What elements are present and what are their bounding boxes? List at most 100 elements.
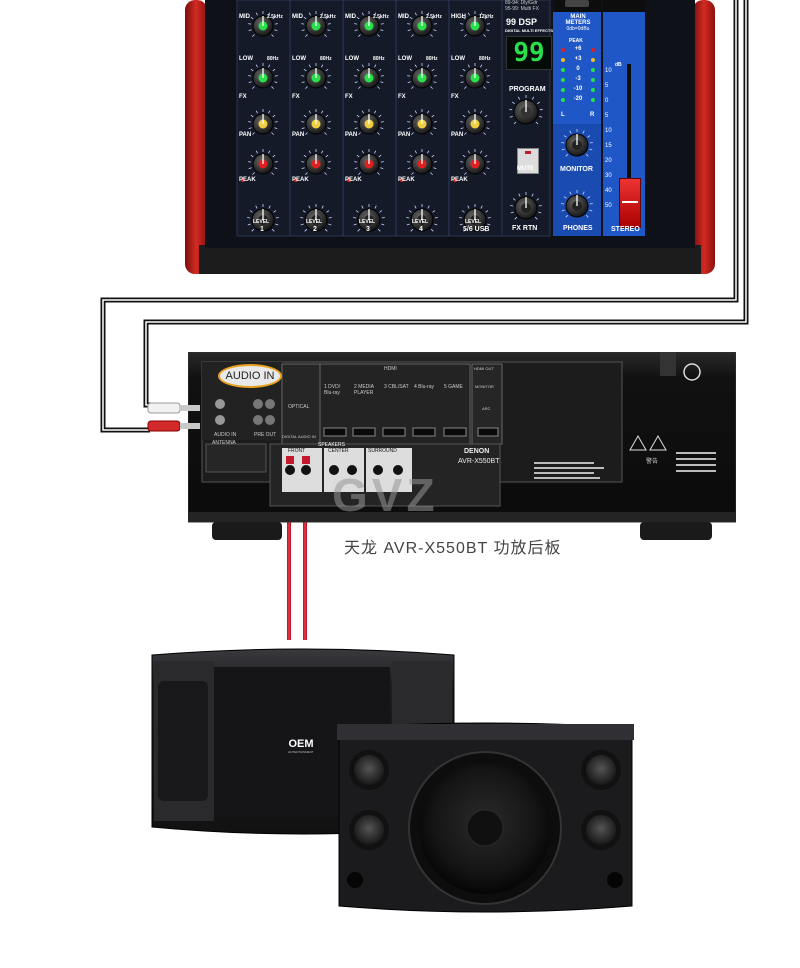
channel-2-row-label: MID [292, 14, 303, 20]
channel-5-row-label: PEAK [451, 177, 468, 183]
stereo-fader-handle[interactable] [619, 178, 641, 228]
channel-1-low-knob[interactable] [248, 63, 278, 89]
meter-scale-label: +6 [574, 46, 582, 52]
main-meters-label-1: MAIN [570, 14, 586, 20]
fx-rtn-level-knob[interactable] [510, 192, 542, 220]
channel-3-row-label: FX [345, 94, 353, 100]
speaker-badge-text: OEM [288, 738, 314, 750]
channel-5-freq-label: 12kHz [479, 14, 494, 20]
stereo-label: STEREO [611, 226, 640, 233]
dsp-preset-lines: 89-94: Dly/Gdr 95-99: Multi FX [505, 0, 553, 12]
hdmi-input-4: 4 Blu-ray [414, 384, 435, 390]
optical-label: OPTICAL [288, 404, 310, 410]
channel-4-freq-label: 80Hz [426, 56, 438, 62]
receiver-body [187, 351, 737, 540]
channel-4-peak-led [400, 178, 404, 182]
monitor-level-knob[interactable] [561, 129, 593, 157]
channel-1-row-label: LOW [239, 56, 253, 62]
speaker-badge-sub: ENTERTAINMENT [288, 750, 314, 754]
program-knob[interactable] [509, 95, 543, 125]
monitor-out-label: MONITOR [475, 384, 494, 389]
dsp-display-value: 99 [513, 38, 545, 68]
mute-button[interactable] [517, 148, 539, 174]
channel-4-fx-knob[interactable] [407, 109, 437, 135]
hdmi-out-label: HDMI OUT [474, 366, 494, 371]
speakers-label: SPEAKERS [318, 442, 345, 448]
fader-track [627, 64, 631, 224]
channel-5-level-knob[interactable] [459, 204, 491, 232]
fader-scale-label: 20 [605, 158, 612, 164]
audio-in-callout: AUDIO IN [218, 364, 282, 388]
fader-scale-label: 50 [605, 203, 612, 209]
mixer-knobs [241, 11, 593, 232]
channel-1-row-label: FX [239, 94, 247, 100]
channel-1-mid-knob[interactable] [248, 11, 278, 37]
channel-5-row-label: HIGH [451, 14, 466, 20]
dsp-preset-line-2: 95-99: Multi FX [505, 6, 539, 12]
channel-3-mid-knob[interactable] [354, 11, 384, 37]
channel-5-fx-knob[interactable] [460, 109, 490, 135]
channel-4-level-label: LEVEL [412, 219, 429, 225]
meter-led-left [561, 48, 565, 52]
meter-led-left [561, 78, 565, 82]
phones-level-knob[interactable] [561, 190, 593, 218]
channel-4-level-knob[interactable] [406, 204, 438, 232]
meter-scale-label: -20 [573, 96, 583, 102]
channel-2-row-label: FX [292, 94, 300, 100]
channel-2-pan-knob[interactable] [301, 149, 331, 175]
channel-4-low-knob[interactable] [407, 63, 437, 89]
meter-scale-label: 0 [576, 66, 580, 72]
pre-out-label: PRE OUT [254, 432, 277, 438]
channel-3-low-knob[interactable] [354, 63, 384, 89]
channel-4-row-label: PEAK [398, 177, 415, 183]
channel-2-low-knob[interactable] [301, 63, 331, 89]
channel-1-level-knob[interactable] [247, 204, 279, 232]
meter-led-left [561, 58, 565, 62]
channel-3-peak-led [347, 178, 351, 182]
channel-4-number: 4 [419, 226, 423, 233]
main-meters-label-3: 0db=0dBu [566, 26, 590, 32]
channel-5-mid-knob[interactable] [460, 11, 490, 37]
channel-4-row-label: FX [398, 94, 406, 100]
meter-led-left [561, 98, 565, 102]
channel-2-fx-knob[interactable] [301, 109, 331, 135]
channel-4-mid-knob[interactable] [407, 11, 437, 37]
hdmi-label: HDMI [384, 366, 397, 372]
channel-2-mid-knob[interactable] [301, 11, 331, 37]
channel-1-fx-knob[interactable] [248, 109, 278, 135]
fader-scale-label: 30 [605, 173, 612, 179]
meter-row: 0 [561, 66, 595, 74]
warning-title: 警告 [646, 459, 659, 465]
power-switch[interactable] [565, 0, 589, 7]
channel-4-pan-knob[interactable] [407, 149, 437, 175]
dsp-preset-line-1: 89-94: Dly/Gdr [505, 0, 538, 6]
hdmi-input-2: 2 MEDIA PLAYER [354, 384, 374, 396]
tweeters [349, 750, 621, 850]
hdmi-input-5: 5 GAME [444, 384, 463, 390]
channel-2-freq-label: 2.5kHz [320, 14, 336, 20]
channel-2-peak-led [294, 178, 298, 182]
fader-scale-label: 15 [605, 143, 612, 149]
channel-2-level-knob[interactable] [300, 204, 332, 232]
channel-3-pan-knob[interactable] [354, 149, 384, 175]
channel-3-row-label: MID [345, 14, 356, 20]
mixer-body [185, 0, 715, 274]
antenna-label: ANTENNA [212, 440, 236, 446]
channel-5-low-knob[interactable] [460, 63, 490, 89]
channel-1-row-label: MID [239, 14, 250, 20]
channel-1-pan-knob[interactable] [248, 149, 278, 175]
channel-3-level-knob[interactable] [353, 204, 385, 232]
meter-led-right [591, 68, 595, 72]
main-meters-label-2: METERS [565, 20, 591, 26]
channel-3-fx-knob[interactable] [354, 109, 384, 135]
channel-3-freq-label: 2.5kHz [373, 14, 389, 20]
dsp-logo: 99 DSP [506, 17, 538, 27]
channel-3-row-label: PEAK [345, 177, 362, 183]
channel-5-row-label: LOW [451, 56, 465, 62]
fader-db-label: dB [615, 62, 622, 68]
channel-5-pan-knob[interactable] [460, 149, 490, 175]
audio-cable-outer-inner [102, 0, 737, 431]
channel-2-level-label: LEVEL [306, 219, 323, 225]
meter-led-right [591, 78, 595, 82]
